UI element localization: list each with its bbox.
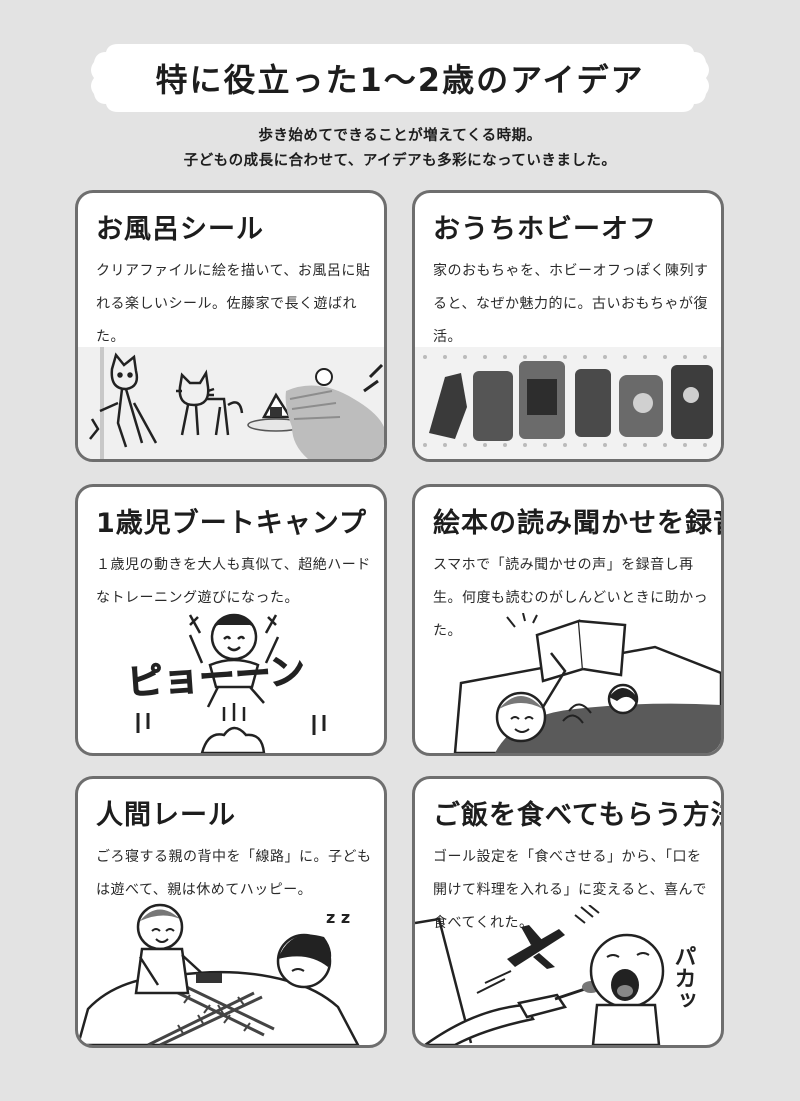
card-human-rail: 人間レール ごろ寝する親の背中を「線路」に。子どもは遊べて、親は休めてハッピー。… (75, 776, 387, 1048)
card-bath-sticker: お風呂シール クリアファイルに絵を描いて、お風呂に貼れる楽しいシール。佐藤家で長… (75, 190, 387, 462)
card-title: 絵本の読み聞かせを録音 (433, 508, 724, 539)
card-body: 家のおもちゃを、ホビーオフっぽく陳列すると、なぜか魅力的に。古いおもちゃが復活。 (433, 263, 709, 345)
bedtime-reading-illustration (453, 613, 721, 753)
card-feeding-method: ご飯を食べてもらう方法 ゴール設定を「食べさせる」から、「口を開けて料理を入れる… (412, 776, 724, 1048)
card-body: １歳児の動きを大人も真似て、超絶ハードなトレーニング遊びになった。 (96, 557, 371, 606)
title-badge-shape (91, 44, 709, 112)
card-toddler-bootcamp: 1歳児ブートキャンプ １歳児の動きを大人も真似て、超絶ハードなトレーニング遊びに… (75, 484, 387, 756)
jump-sound-text: ピョーーン (126, 651, 307, 704)
toddler-jump-illustration: ピョーーン (125, 613, 326, 753)
airplane-spoon-illustration: パカッ (415, 905, 696, 1045)
open-mouth-sound-text: パカッ (671, 945, 696, 1011)
card-title: 1歳児ブートキャンプ (96, 508, 367, 539)
subtitle-line-1: 歩き始めてできることが増えてくる時期。 (258, 128, 542, 144)
card-body: スマホで「読み聞かせの声」を録音し再生。何度も読むのがしんどいときに助かった。 (433, 557, 709, 639)
card-body: ゴール設定を「食べさせる」から、「口を開けて料理を入れる」に変えると、喜んで食べ… (433, 849, 707, 931)
title-banner: 特に役立った1〜2歳のアイデア (88, 40, 712, 116)
human-rail-illustration: z z (78, 903, 360, 1045)
card-body: ごろ寝する親の背中を「線路」に。子どもは遊べて、親は休めてハッピー。 (96, 849, 372, 898)
toy-display-photo (415, 347, 721, 459)
card-home-hobby-off: おうちホビーオフ 家のおもちゃを、ホビーオフっぽく陳列すると、なぜか魅力的に。古… (412, 190, 724, 462)
card-title: お風呂シール (96, 214, 264, 245)
subtitle-line-2: 子どもの成長に合わせて、アイデアも多彩になっていきました。 (183, 153, 617, 169)
card-title: 人間レール (96, 800, 236, 831)
card-title: おうちホビーオフ (433, 214, 657, 245)
card-picture-book-recording: 絵本の読み聞かせを録音 スマホで「読み聞かせの声」を録音し再生。何度も読むのがし… (412, 484, 724, 756)
card-title: ご飯を食べてもらう方法 (433, 800, 724, 831)
sleep-zz-text: z z (326, 908, 350, 927)
page-title: 特に役立った1〜2歳のアイデア (155, 61, 645, 99)
card-body: クリアファイルに絵を描いて、お風呂に貼れる楽しいシール。佐藤家で長く遊ばれた。 (96, 263, 371, 345)
bath-sticker-photo (78, 347, 384, 459)
